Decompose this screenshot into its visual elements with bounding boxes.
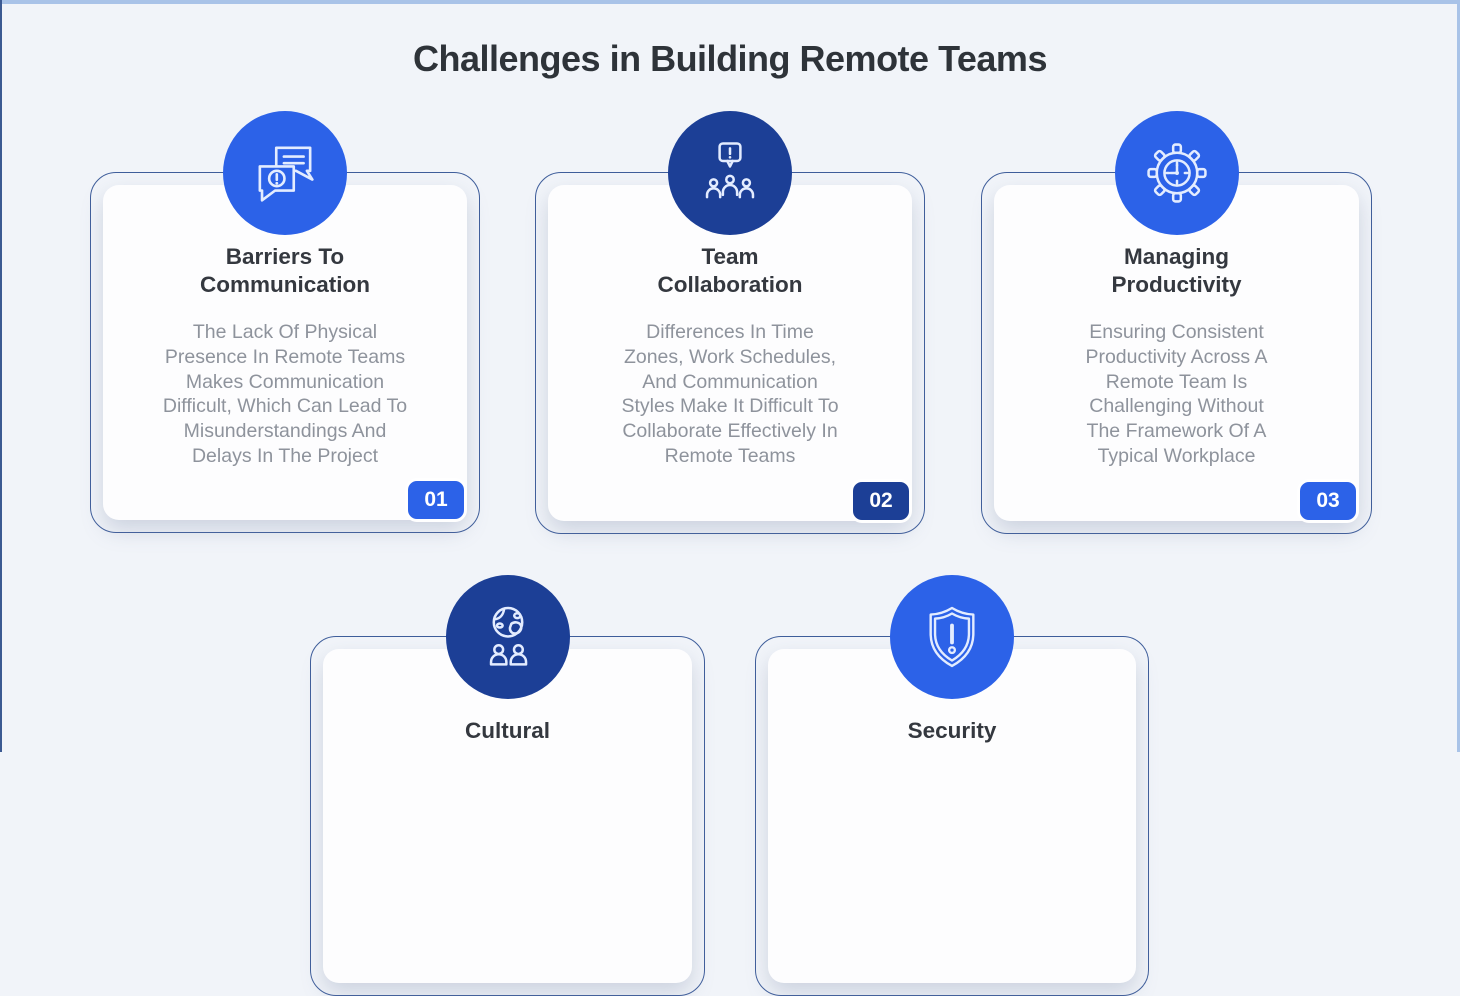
description-line: Collaborate Effectively In	[622, 420, 838, 443]
description-line: Presence In Remote Teams	[164, 345, 406, 368]
card-title-line: Managing	[1124, 244, 1229, 269]
description-line: Misunderstandings And	[183, 420, 387, 443]
card-title-line: Communication	[199, 272, 370, 297]
card-inner-panel: Barriers To Communication The Lack Of Ph…	[103, 185, 467, 520]
description-line: Challenging Without	[1089, 395, 1264, 418]
card-title: Security	[768, 649, 1136, 745]
description-line: Productivity Across A	[1085, 345, 1268, 368]
description-line: Difficult, Which Can Lead To	[162, 395, 408, 418]
card-description: Differences In Time Zones, Work Schedule…	[548, 320, 912, 469]
card-title-line: Team	[701, 244, 759, 269]
globe-people-icon	[489, 606, 527, 666]
right-edge-line	[1457, 0, 1460, 752]
card-title-line: Collaboration	[657, 272, 803, 297]
gear-clock-icon	[1146, 143, 1207, 203]
left-edge-line	[0, 0, 2, 752]
card-inner-panel: Managing Productivity Ensuring Consisten…	[994, 185, 1359, 521]
challenge-card: Team Collaboration Differences In Time Z…	[535, 111, 925, 534]
card-description: Ensuring Consistent Productivity Across …	[994, 320, 1359, 469]
card-inner-panel: Cultural	[323, 649, 692, 983]
description-line: The Framework Of A	[1086, 420, 1267, 443]
chat-bubbles-icon	[258, 146, 314, 202]
card-description: The Lack Of Physical Presence In Remote …	[103, 320, 467, 469]
description-line: Remote Teams	[664, 444, 796, 467]
card-icon-circle	[890, 575, 1014, 699]
challenge-card: Barriers To Communication The Lack Of Ph…	[90, 111, 480, 533]
card-icon-circle	[445, 575, 570, 699]
card-number-badge: 03	[1297, 479, 1359, 523]
card-title-line: Barriers To	[225, 244, 345, 269]
card-title-line: Cultural	[464, 718, 550, 743]
description-line: Remote Team Is	[1105, 370, 1248, 393]
description-line: Zones, Work Schedules,	[623, 345, 837, 368]
description-line: Makes Communication	[185, 370, 385, 393]
card-number-badge: 01	[405, 478, 467, 522]
card-icon-circle	[223, 111, 347, 235]
card-title-line: Productivity	[1111, 272, 1242, 297]
shield-alert-icon	[929, 606, 975, 668]
description-line: And Communication	[642, 370, 818, 393]
description-line: Styles Make It Difficult To	[621, 395, 839, 418]
challenge-card: Security	[755, 575, 1149, 996]
card-title-line: Security	[907, 718, 997, 743]
card-title: Managing Productivity	[994, 185, 1359, 299]
description-line: Differences In Time	[646, 321, 814, 343]
description-line: Ensuring Consistent	[1089, 321, 1264, 343]
alert-team-icon	[705, 142, 755, 199]
challenge-card: Cultural	[310, 575, 705, 996]
card-inner-panel: Security	[768, 649, 1136, 983]
card-icon-circle	[1114, 111, 1239, 235]
card-title: Cultural	[323, 649, 692, 745]
description-line: The Lack Of Physical	[192, 321, 378, 343]
description-line: Delays In The Project	[191, 444, 379, 467]
card-icon-circle	[668, 111, 792, 235]
top-edge-line	[0, 0, 1460, 4]
card-inner-panel: Team Collaboration Differences In Time Z…	[548, 185, 912, 521]
card-number-badge: 02	[850, 479, 912, 523]
description-line: Typical Workplace	[1097, 444, 1256, 467]
challenge-card: Managing Productivity Ensuring Consisten…	[981, 111, 1372, 534]
page-title: Challenges in Building Remote Teams	[413, 38, 1047, 79]
card-title: Barriers To Communication	[103, 185, 467, 299]
card-title: Team Collaboration	[548, 185, 912, 299]
